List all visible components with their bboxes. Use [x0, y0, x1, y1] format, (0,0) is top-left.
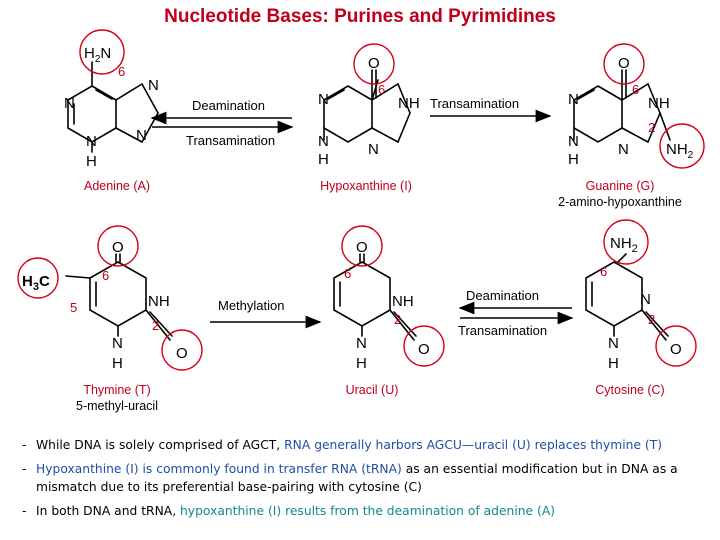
adenine-n7: N: [148, 77, 159, 94]
guanine-n9: N: [568, 133, 579, 150]
adenine-structure: [67, 61, 159, 153]
caption-adenine: Adenine (A): [83, 179, 150, 193]
uracil-oxo-circle: [341, 225, 383, 267]
reaction-arrows: [150, 109, 574, 329]
cytosine-pos6: 6: [600, 264, 607, 279]
uracil-structure: [333, 253, 417, 341]
uracil-nh3: NH: [392, 293, 414, 310]
thymine-pos5: 5: [70, 300, 77, 315]
caption-uracil: Uracil (U): [345, 383, 399, 397]
cytosine-structure: [585, 253, 669, 341]
label-methylation: Methylation: [218, 298, 284, 313]
hypoxanthine-nh1: NH: [398, 95, 420, 112]
guanine-nh1: NH: [648, 95, 670, 112]
cytosine-h1: H: [608, 355, 619, 372]
adenine-amino-circle: [79, 29, 125, 75]
guanine-n3: N: [618, 141, 629, 158]
cytosine-amino: NH2: [610, 235, 638, 255]
hypoxanthine-o6: O: [368, 55, 380, 72]
guanine-n7: N: [568, 91, 579, 108]
label-transamination-bottom: Transamination: [458, 323, 547, 338]
guanine-pos2: 2: [648, 120, 655, 135]
thymine-pos6: 6: [102, 268, 109, 283]
thymine-o4: O: [112, 239, 124, 256]
uracil-pos6: 6: [344, 266, 351, 281]
note-item-1: - While DNA is solely comprised of AGCT,…: [22, 438, 663, 452]
thymine-methyl-circle: [17, 257, 59, 299]
guanine-structure: [573, 69, 671, 143]
caption-cytosine: Cytosine (C): [595, 383, 665, 397]
thymine-pos2: 2: [152, 318, 159, 333]
thymine-oxo-circle: [97, 225, 139, 267]
thymine-n1: N: [112, 335, 123, 352]
adenine-amino: H2N: [84, 45, 111, 65]
guanine-amino: NH2: [666, 141, 694, 161]
guanine-oxo-circle: [603, 43, 645, 85]
caption-guanine: Guanine (G) 2-amino-hypoxanthine: [558, 179, 682, 209]
notes-list: - While DNA is solely comprised of AGCT,…: [22, 436, 712, 526]
uracil-o2-circle: [403, 325, 445, 367]
cytosine-n1: N: [608, 335, 619, 352]
hypoxanthine-n3: N: [368, 141, 379, 158]
caption-thymine: Thymine (T) 5-methyl-uracil: [76, 383, 158, 413]
uracil-pos2: 2: [394, 312, 401, 327]
adenine-h9: H: [86, 153, 97, 170]
thymine-structure: [65, 253, 173, 341]
hypoxanthine-pos6: 6: [378, 82, 385, 97]
label-transamination-right: Transamination: [430, 96, 519, 111]
caption-hypoxanthine: Hypoxanthine (I): [320, 179, 412, 193]
adenine-n1: N: [64, 95, 75, 112]
thymine-methyl: H3C: [22, 273, 50, 293]
highlight-circles: [17, 29, 705, 371]
cytosine-pos2: 2: [648, 312, 655, 327]
uracil-h1: H: [356, 355, 367, 372]
guanine-h9: H: [568, 151, 579, 168]
cytosine-amino-circle: [603, 219, 649, 265]
hypoxanthine-n7: N: [318, 91, 329, 108]
guanine-pos6: 6: [632, 82, 639, 97]
hypoxanthine-oxo-circle: [353, 43, 395, 85]
adenine-n9: N: [86, 133, 97, 150]
nucleobase-diagram: H2N N N N N H O N NH N N H O N NH N N H …: [17, 29, 705, 372]
hypoxanthine-h9: H: [318, 151, 329, 168]
label-deamination-top: Deamination: [192, 98, 265, 113]
label-transamination-top: Transamination: [186, 133, 275, 148]
guanine-amino-circle: [659, 123, 705, 169]
adenine-n3: N: [136, 127, 147, 144]
thymine-o2: O: [176, 345, 188, 362]
cytosine-n3: N: [640, 291, 651, 308]
uracil-o4: O: [356, 239, 368, 256]
thymine-nh3: NH: [148, 293, 170, 310]
cytosine-o2: O: [670, 341, 682, 358]
uracil-n1: N: [356, 335, 367, 352]
adenine-pos6: 6: [118, 64, 125, 79]
note-item-3: - In both DNA and tRNA, hypoxanthine (I)…: [22, 504, 556, 518]
thymine-h1: H: [112, 355, 123, 372]
page-title: Nucleotide Bases: Purines and Pyrimidine…: [164, 6, 556, 27]
guanine-o6: O: [618, 55, 630, 72]
cytosine-o2-circle: [655, 325, 697, 367]
uracil-o2: O: [418, 341, 430, 358]
label-deamination-bottom: Deamination: [466, 288, 539, 303]
hypoxanthine-n9: N: [318, 133, 329, 150]
note-item-2: - Hypoxanthine (I) is commonly found in …: [22, 462, 678, 494]
thymine-o2-circle: [161, 329, 203, 371]
